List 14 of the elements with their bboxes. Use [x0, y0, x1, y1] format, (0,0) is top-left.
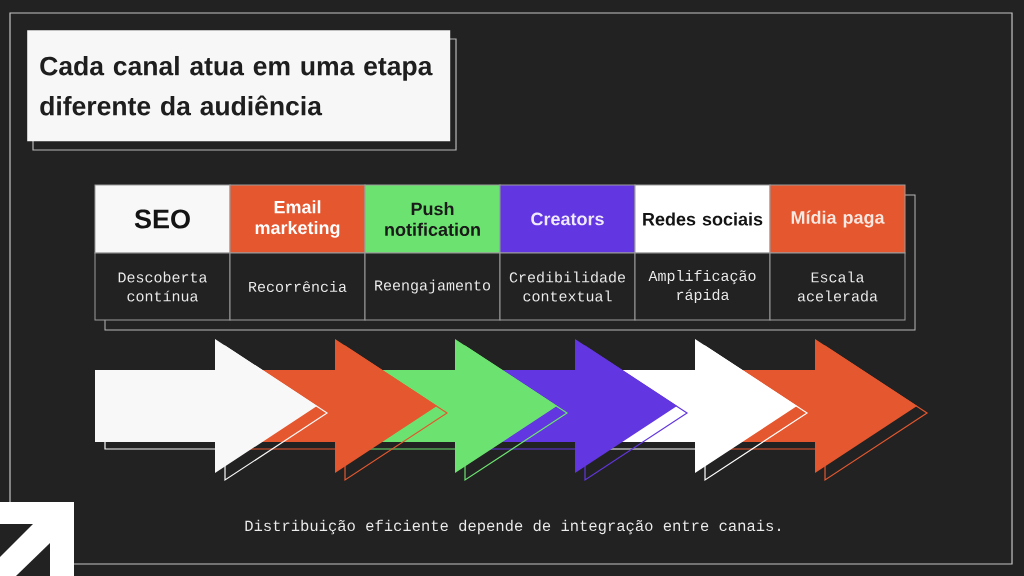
- table-cell: Amplificação rápida: [634, 252, 771, 321]
- header-cell: Redes sociais: [634, 184, 771, 254]
- table-cell: Credibilidade contextual: [499, 252, 636, 321]
- header-cell: SEO: [94, 184, 231, 254]
- title-box: Cada canal atua em uma etapa diferente da audiência: [27, 30, 457, 151]
- table-cell: Recorrência: [229, 252, 366, 321]
- header-cell: Creators: [499, 184, 636, 254]
- table-cell: Reengajamento: [364, 252, 501, 321]
- table-cell: Escala acelerada: [769, 252, 906, 321]
- header-cell: Email marketing: [229, 184, 366, 254]
- header-cell: Push notification: [364, 184, 501, 254]
- header-cell: Mídia paga: [769, 184, 906, 254]
- table-cell: Descoberta contínua: [94, 252, 231, 321]
- caption: Distribuição eficiente depende de integração entre canais.: [245, 519, 780, 535]
